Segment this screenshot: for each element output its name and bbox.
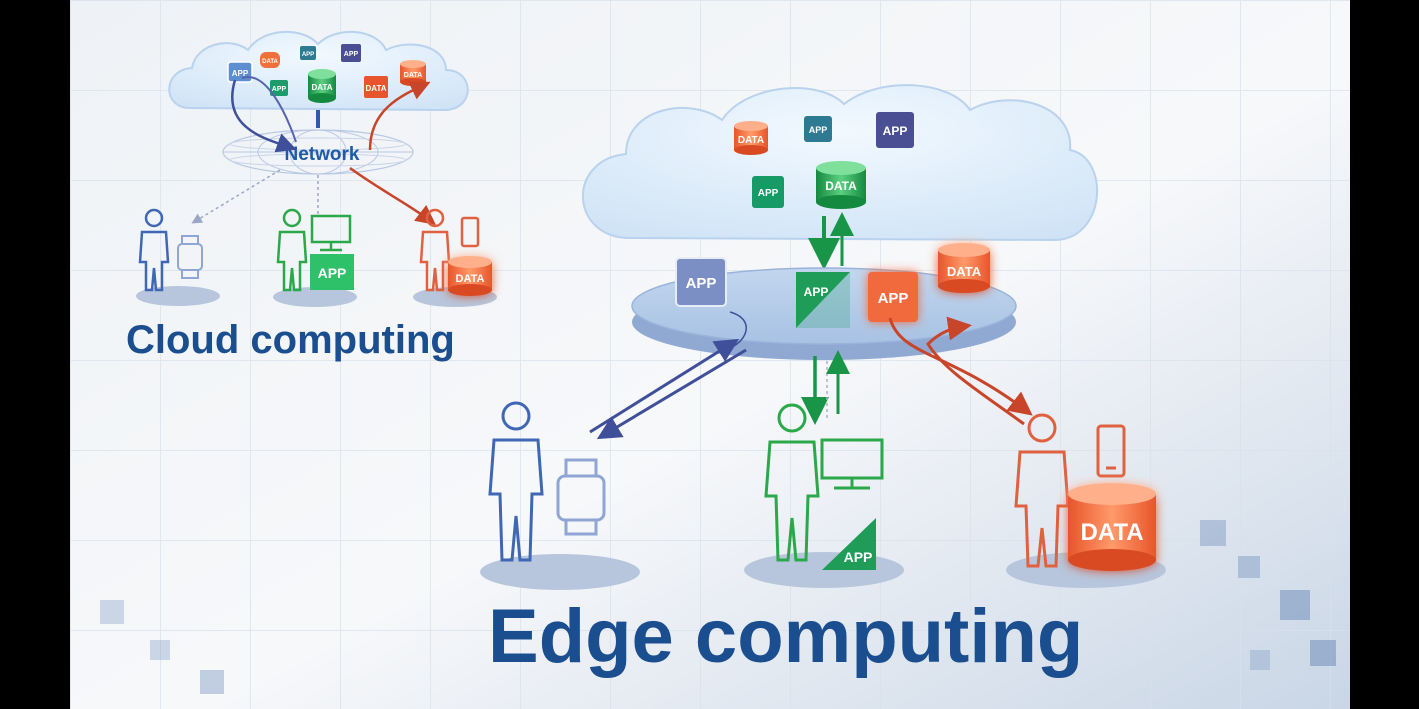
- smartwatch-icon: [177, 235, 203, 279]
- cloud-item: DATA: [364, 76, 388, 98]
- database-icon: DATA: [400, 60, 426, 86]
- person-icon: [488, 401, 544, 562]
- svg-text:DATA: DATA: [1080, 519, 1143, 546]
- cloud-item: APP: [270, 80, 288, 96]
- svg-text:APP: APP: [844, 549, 873, 565]
- globe-icon: [222, 129, 414, 175]
- flow-arrow: [231, 79, 297, 153]
- svg-text:DATA: DATA: [738, 135, 764, 146]
- edge-item: APP: [675, 257, 727, 307]
- cloud-item: APP: [876, 112, 914, 148]
- flow-arrow: [349, 166, 436, 226]
- decorative-tiles: [100, 520, 1336, 694]
- svg-text:APP: APP: [878, 290, 909, 307]
- computing-diagram: APP DATA APP APP DATA APP DATA DATA Netw: [70, 0, 1350, 709]
- svg-text:APP: APP: [232, 69, 249, 78]
- database-icon: DATA: [1068, 483, 1156, 571]
- cloud-item: APP: [341, 44, 361, 62]
- svg-text:APP: APP: [318, 265, 347, 281]
- cloud-computing-diagram: APP DATA APP APP DATA APP DATA DATA Netw: [126, 30, 497, 362]
- flow-arrow: [368, 81, 431, 151]
- cloud-item: APP: [804, 116, 832, 142]
- svg-text:DATA: DATA: [825, 179, 857, 193]
- database-icon: DATA: [308, 69, 336, 103]
- cloud-item: DATA: [260, 52, 280, 68]
- flow-arrow: [926, 316, 1025, 426]
- database-icon: DATA: [938, 243, 990, 293]
- edge-computing-title: Edge computing: [488, 594, 1083, 679]
- edge-computing-diagram: DATA APP APP APP DATA APP APP APP DATA: [480, 84, 1166, 679]
- edge-item: APP: [868, 272, 918, 322]
- smartphone-icon: [1096, 424, 1126, 478]
- flow-arrow: [596, 348, 747, 440]
- user-base: [273, 287, 357, 307]
- person-icon: [764, 403, 820, 562]
- svg-text:APP: APP: [883, 124, 908, 138]
- flow-arrow: [888, 317, 1033, 416]
- app-badge: APP: [310, 254, 354, 290]
- cloud-item: APP: [227, 61, 253, 83]
- network-label: Network: [285, 144, 360, 165]
- edge-item: APP: [796, 272, 850, 328]
- svg-text:DATA: DATA: [456, 273, 485, 285]
- person-icon: [276, 208, 308, 292]
- svg-text:APP: APP: [344, 51, 359, 58]
- svg-text:APP: APP: [302, 52, 314, 58]
- svg-text:APP: APP: [809, 125, 828, 135]
- database-icon: DATA: [816, 161, 866, 209]
- database-icon: DATA: [734, 121, 768, 155]
- svg-text:DATA: DATA: [404, 72, 422, 79]
- cloud-item: APP: [300, 46, 316, 60]
- person-icon: [138, 208, 170, 292]
- svg-text:APP: APP: [272, 86, 287, 93]
- svg-text:APP: APP: [686, 275, 717, 292]
- cloud-computing-title: Cloud computing: [126, 318, 455, 362]
- svg-text:APP: APP: [758, 188, 779, 199]
- database-icon: DATA: [448, 256, 492, 296]
- svg-text:DATA: DATA: [262, 59, 278, 65]
- user-base: [480, 554, 640, 590]
- smartwatch-icon: [556, 458, 606, 536]
- app-badge: APP: [822, 518, 876, 570]
- svg-text:DATA: DATA: [311, 83, 332, 92]
- flow-line: [729, 311, 747, 347]
- diagram-stage: APP DATA APP APP DATA APP DATA DATA Netw: [70, 0, 1350, 709]
- svg-text:APP: APP: [804, 285, 829, 299]
- monitor-icon: [310, 214, 352, 252]
- flow-arrow: [191, 169, 281, 224]
- person-icon: [1014, 413, 1070, 568]
- smartphone-icon: [460, 216, 480, 248]
- cloud-item: APP: [752, 176, 784, 208]
- monitor-icon: [820, 438, 884, 490]
- flow-arrow: [241, 75, 297, 143]
- svg-text:DATA: DATA: [365, 84, 386, 93]
- person-icon: [419, 208, 451, 292]
- svg-text:DATA: DATA: [947, 264, 982, 279]
